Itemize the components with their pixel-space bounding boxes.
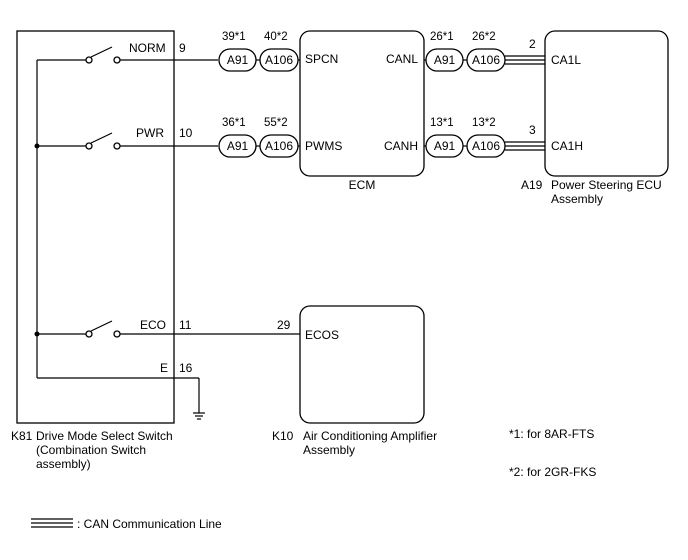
ac-amplifier-box xyxy=(299,305,425,424)
ecu-pin-ca1l: CA1L xyxy=(551,53,581,67)
ground-icon xyxy=(193,412,205,420)
pin-number: 29 xyxy=(277,318,291,332)
ecm-pin-canh: CANH xyxy=(384,139,418,153)
eco-switch xyxy=(37,320,300,338)
connector-pin: 36*1 xyxy=(222,117,246,129)
svg-text:A91: A91 xyxy=(227,139,249,153)
connector-pin: 13*1 xyxy=(430,117,454,129)
svg-text:A106: A106 xyxy=(265,53,293,67)
pin-number: 10 xyxy=(179,126,193,140)
connector-pin: 26*2 xyxy=(472,31,496,43)
ac-pin-ecos: ECOS xyxy=(305,328,339,342)
can-legend-icon xyxy=(31,518,73,528)
ecm-box xyxy=(299,30,425,177)
component-name: (Combination Switch xyxy=(36,443,146,457)
component-name: Assembly xyxy=(303,443,355,457)
component-name: Assembly xyxy=(551,192,603,206)
can-line-high xyxy=(505,141,545,151)
svg-text:A106: A106 xyxy=(472,53,500,67)
component-code: A19 xyxy=(521,178,543,192)
pwr-switch xyxy=(37,132,218,150)
pin-number: 16 xyxy=(179,361,193,375)
svg-text:A91: A91 xyxy=(434,53,456,67)
connector-pin: 39*1 xyxy=(222,31,246,43)
svg-text:A91: A91 xyxy=(227,53,249,67)
connector-pin: 55*2 xyxy=(264,117,288,129)
connector-pair-canh: 13*1 13*2 A91 A106 xyxy=(424,117,506,158)
pin-number: 3 xyxy=(529,123,536,137)
terminal-label-eco: ECO xyxy=(140,318,166,332)
connector-pair-pwms: 36*1 55*2 A91 A106 xyxy=(218,117,300,158)
ecm-label: ECM xyxy=(349,178,376,192)
component-code: K10 xyxy=(272,429,294,443)
component-name: Air Conditioning Amplifier xyxy=(303,429,437,443)
ecu-pin-ca1h: CA1H xyxy=(551,139,583,153)
svg-text:A91: A91 xyxy=(434,139,456,153)
legend-label: : CAN Communication Line xyxy=(77,517,222,531)
svg-text:A106: A106 xyxy=(265,139,293,153)
connector-pin: 13*2 xyxy=(472,117,496,129)
note-2gr: *2: for 2GR-FKS xyxy=(509,465,596,479)
ecm-pin-spcn: SPCN xyxy=(305,52,338,66)
note-8ar: *1: for 8AR-FTS xyxy=(509,427,594,441)
terminal-label-norm: NORM xyxy=(129,41,166,55)
ecm-pin-canl: CANL xyxy=(386,52,418,66)
norm-switch xyxy=(37,46,218,64)
component-name: assembly) xyxy=(36,457,91,471)
can-line-low xyxy=(505,55,545,65)
component-name: Drive Mode Select Switch xyxy=(36,429,173,443)
pin-number: 9 xyxy=(179,41,186,55)
svg-text:A106: A106 xyxy=(472,139,500,153)
drive-mode-switch-box xyxy=(16,30,175,424)
terminal-label-pwr: PWR xyxy=(136,126,164,140)
power-steering-ecu-box xyxy=(544,30,669,177)
terminal-label-e: E xyxy=(160,361,168,375)
connector-pin: 40*2 xyxy=(264,31,288,43)
pin-number: 11 xyxy=(179,318,192,332)
component-code: K81 xyxy=(11,429,33,443)
pin-number: 2 xyxy=(529,37,536,51)
ecm-pin-pwms: PWMS xyxy=(305,139,342,153)
connector-pin: 26*1 xyxy=(430,31,454,43)
connector-pair-canl: 26*1 26*2 A91 A106 xyxy=(424,31,506,72)
connector-pair-spcn: 39*1 40*2 A91 A106 xyxy=(218,31,300,72)
component-name: Power Steering ECU xyxy=(551,178,662,192)
